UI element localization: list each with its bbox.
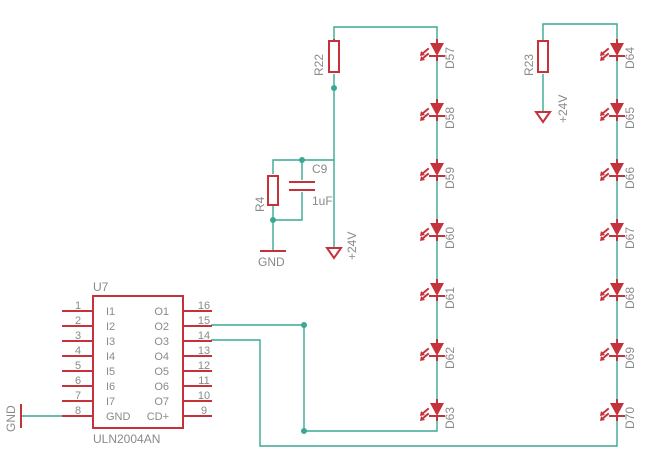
led-diode: D69 xyxy=(600,339,637,369)
resistor-r23: R23 xyxy=(522,40,549,76)
led-diode: D67 xyxy=(600,219,637,249)
led-diode: D64 xyxy=(600,39,637,69)
led-diode: D59 xyxy=(420,159,457,189)
ic-pin-number: 7 xyxy=(75,390,81,402)
ic-pin-name: I7 xyxy=(106,396,115,408)
led-label: D57 xyxy=(443,47,457,69)
ic-pin-name: I2 xyxy=(106,321,115,333)
supply-24v-left: +24V xyxy=(325,232,359,260)
ic-pin-number: 12 xyxy=(198,360,210,372)
ic-pin-number: 15 xyxy=(198,315,210,327)
ic-pin-name: O5 xyxy=(154,366,169,378)
ic-pin-name: CD+ xyxy=(147,411,169,423)
ic-pin-name: O6 xyxy=(154,381,169,393)
wire-rc-top xyxy=(272,159,334,174)
junction-dot xyxy=(331,85,337,91)
ic-pin-number: 2 xyxy=(75,315,81,327)
led-diode: D70 xyxy=(600,399,637,429)
led-diode: D66 xyxy=(600,159,637,189)
junction-dot xyxy=(299,157,305,163)
ic-pin-number: 3 xyxy=(75,330,81,342)
led-label: D66 xyxy=(623,167,637,189)
resistor-r4: R4 xyxy=(253,175,279,212)
ic-pin-name: O3 xyxy=(154,336,169,348)
junction-dot xyxy=(301,428,307,434)
ic-pin-name: I3 xyxy=(106,336,115,348)
led-label: D68 xyxy=(623,287,637,309)
supply-24v-label: +24V xyxy=(345,232,359,260)
ic-pin-number: 5 xyxy=(75,360,81,372)
led-label: D62 xyxy=(443,347,457,369)
led-diode: D61 xyxy=(420,279,457,309)
wire-r23-top xyxy=(542,23,618,40)
r4-label: R4 xyxy=(253,196,267,212)
led-diode: D68 xyxy=(600,279,637,309)
ic-pin-name: O7 xyxy=(154,396,169,408)
c9-label: C9 xyxy=(312,162,328,176)
gnd-symbol-ic: GND xyxy=(4,404,22,432)
resistor-r22: R22 xyxy=(312,39,340,76)
capacitor-c9: C9 1uF xyxy=(289,162,333,208)
ic-pin-number: 11 xyxy=(198,375,209,387)
supply-24v-label: +24V xyxy=(556,95,570,123)
gnd-label: GND xyxy=(4,405,18,432)
led-label: D58 xyxy=(443,107,457,129)
led-label: D70 xyxy=(623,407,637,429)
led-label: D61 xyxy=(443,287,457,309)
ic-ref: U7 xyxy=(93,280,109,294)
led-diode: D62 xyxy=(420,339,457,369)
ic-pin-number: 13 xyxy=(198,345,210,357)
led-label: D67 xyxy=(623,227,637,249)
wire-o2-leds xyxy=(211,324,438,432)
ic-pin-name: GND xyxy=(106,411,131,423)
ic-pin-number: 16 xyxy=(198,300,210,312)
ic-pin-name: O4 xyxy=(154,351,169,363)
c9-value: 1uF xyxy=(312,194,333,208)
gnd-label: GND xyxy=(258,255,285,269)
junction-dot xyxy=(270,217,276,223)
led-diode: D65 xyxy=(600,99,637,129)
ic-body xyxy=(92,295,184,429)
r22-label: R22 xyxy=(312,54,326,76)
wire-r22-top xyxy=(333,26,438,40)
ic-pin-name: I6 xyxy=(106,381,115,393)
led-diode: D60 xyxy=(420,219,457,249)
led-chain-wires xyxy=(436,60,618,400)
ic-pin-name: O2 xyxy=(154,321,169,333)
ic-part: ULN2004AN xyxy=(93,432,160,446)
led-diode: D58 xyxy=(420,99,457,129)
ic-pin-name: I4 xyxy=(106,351,115,363)
led-label: D65 xyxy=(623,107,637,129)
ic-pin-number: 6 xyxy=(75,375,81,387)
junctions xyxy=(270,85,337,434)
junction-dot xyxy=(301,322,307,328)
gnd-symbol-rc: GND xyxy=(258,250,286,269)
ic-pin-name: O1 xyxy=(154,306,169,318)
led-label: D64 xyxy=(623,47,637,69)
ic-pin-name: I1 xyxy=(106,306,115,318)
led-diode: D57 xyxy=(420,39,457,69)
led-label: D63 xyxy=(443,407,457,429)
led-label: D69 xyxy=(623,347,637,369)
r23-label: R23 xyxy=(522,54,536,76)
led-diode: D63 xyxy=(420,399,457,429)
ic-pin-number: 8 xyxy=(75,405,81,417)
ic-pin-number: 1 xyxy=(75,300,81,312)
wire-o3-leds xyxy=(211,339,618,447)
led-label: D59 xyxy=(443,167,457,189)
wire-rc-bottom xyxy=(272,192,303,221)
ic-pin-number: 10 xyxy=(198,390,210,402)
led-label: D60 xyxy=(443,227,457,249)
supply-24v-right: +24V xyxy=(534,95,570,124)
ic-pin-name: I5 xyxy=(106,366,115,378)
ic-pin-number: 4 xyxy=(75,345,81,357)
ic-pin-number: 9 xyxy=(201,405,207,417)
ic-pin-number: 14 xyxy=(198,330,210,342)
